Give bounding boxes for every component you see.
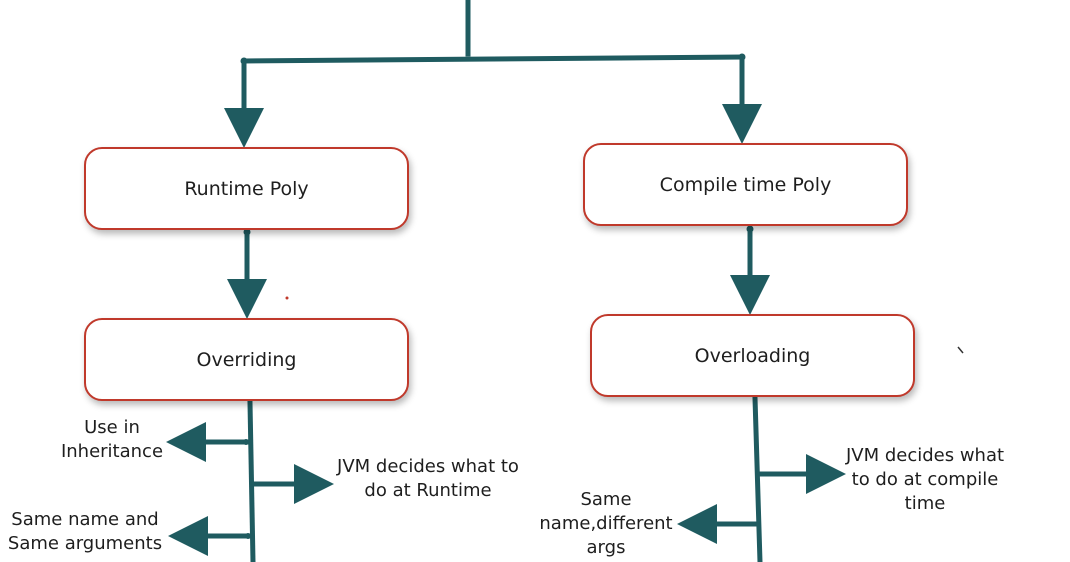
junction-dot <box>243 228 251 236</box>
overloading-label: Overloading <box>694 344 811 367</box>
jvm-compile-time-note: JVM decides what to do at compile time <box>830 444 1020 516</box>
junction-dot <box>245 533 251 539</box>
note-line: JVM decides what to <box>337 456 519 477</box>
stray-mark <box>285 296 289 300</box>
overloading-trunk-line <box>752 395 763 562</box>
overriding-node: Overriding <box>84 318 409 401</box>
compile-time-poly-node: Compile time Poly <box>583 143 908 226</box>
junction-dot <box>243 439 249 445</box>
note-line: Inheritance <box>60 441 164 462</box>
overriding-label: Overriding <box>196 348 297 371</box>
overloading-node: Overloading <box>590 314 915 397</box>
note-line: Same arguments <box>7 533 163 554</box>
runtime-poly-node: Runtime Poly <box>84 147 409 230</box>
same-name-arguments-note: Same name and Same arguments <box>0 508 170 556</box>
junction-dot <box>738 53 746 61</box>
junction-dot <box>746 225 754 233</box>
use-in-inheritance-note: Use in Inheritance <box>50 416 174 464</box>
runtime-poly-label: Runtime Poly <box>184 177 309 200</box>
note-line: do at Runtime <box>364 480 492 501</box>
same-name-different-args-note: Same name,different args <box>528 488 684 560</box>
note-line: Use in <box>84 417 140 438</box>
note-line: JVM decides what <box>845 445 1005 466</box>
note-line: time <box>904 493 946 514</box>
junction-dot <box>240 57 248 65</box>
note-line: name,different <box>539 513 673 534</box>
compile-time-poly-label: Compile time Poly <box>659 173 832 196</box>
jvm-runtime-note: JVM decides what to do at Runtime <box>322 455 534 503</box>
note-line: to do at compile <box>851 469 999 490</box>
note-line: args <box>586 537 626 558</box>
note-line: Same <box>580 489 632 510</box>
branch-split-line <box>241 54 745 64</box>
stray-mark <box>957 346 964 354</box>
note-line: Same name and <box>11 509 159 530</box>
